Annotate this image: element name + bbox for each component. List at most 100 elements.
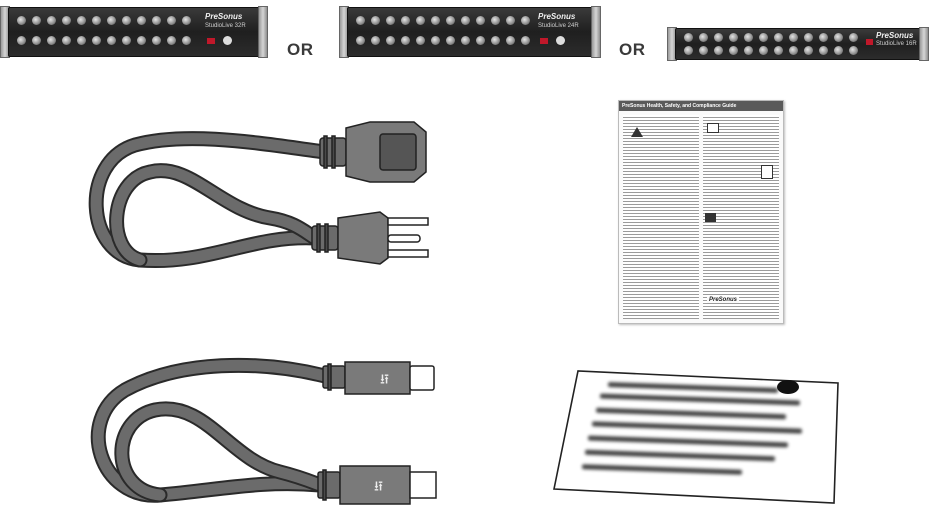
xlr-jack bbox=[759, 46, 768, 55]
power-knob bbox=[556, 36, 565, 45]
xlr-jack bbox=[356, 36, 365, 45]
power-button bbox=[540, 38, 548, 44]
xlr-jack bbox=[476, 36, 485, 45]
rack-ear-right bbox=[591, 6, 601, 58]
usb-cable-illustration: ⭿ ⭿ bbox=[90, 357, 437, 505]
xlr-jack bbox=[789, 33, 798, 42]
xlr-jack bbox=[152, 36, 161, 45]
xlr-jack bbox=[431, 36, 440, 45]
safety-guide-document: PreSonus Health, Safety, and Compliance … bbox=[618, 100, 784, 324]
xlr-jack bbox=[849, 46, 858, 55]
xlr-jack bbox=[92, 36, 101, 45]
xlr-jack bbox=[107, 36, 116, 45]
xlr-jack bbox=[167, 16, 176, 25]
us-plug bbox=[311, 211, 429, 265]
xlr-jack bbox=[137, 16, 146, 25]
fcc-mark-icon bbox=[705, 213, 716, 222]
xlr-jack bbox=[446, 36, 455, 45]
power-cable-illustration bbox=[88, 121, 429, 269]
device-model: StudioLive 32R bbox=[205, 23, 246, 29]
xlr-jack bbox=[714, 33, 723, 42]
xlr-jack bbox=[47, 36, 56, 45]
guide-column-left bbox=[623, 115, 699, 319]
xlr-jack bbox=[431, 16, 440, 25]
xlr-jack bbox=[386, 16, 395, 25]
xlr-jack bbox=[684, 46, 693, 55]
xlr-jack bbox=[804, 33, 813, 42]
usb-a-connector: ⭿ bbox=[317, 465, 437, 505]
xlr-jack bbox=[849, 33, 858, 42]
xlr-jack bbox=[774, 46, 783, 55]
xlr-jack bbox=[416, 36, 425, 45]
xlr-jack bbox=[834, 46, 843, 55]
rack-chassis: PreSonus StudioLive 16R bbox=[675, 28, 921, 60]
ce-mark-icon bbox=[707, 123, 719, 133]
xlr-jack bbox=[506, 16, 515, 25]
xlr-jack bbox=[182, 36, 191, 45]
xlr-jack bbox=[461, 16, 470, 25]
xlr-jack bbox=[182, 16, 191, 25]
device-model: StudioLive 16R bbox=[876, 41, 917, 47]
sheet-sticker-dot bbox=[777, 380, 799, 394]
warranty-sheet bbox=[548, 365, 848, 505]
xlr-jack bbox=[506, 36, 515, 45]
xlr-jack bbox=[107, 16, 116, 25]
usb-icon: ⭿ bbox=[380, 372, 389, 388]
xlr-jack bbox=[819, 33, 828, 42]
or-separator-1: OR bbox=[287, 40, 314, 59]
xlr-jack bbox=[386, 36, 395, 45]
xlr-jack bbox=[32, 16, 41, 25]
device-brand: PreSonus bbox=[538, 12, 576, 21]
rack-chassis: PreSonus StudioLive 32R bbox=[8, 7, 260, 57]
xlr-jack bbox=[446, 16, 455, 25]
rack-chassis: PreSonus StudioLive 24R bbox=[347, 7, 593, 57]
xlr-jack bbox=[744, 46, 753, 55]
power-button bbox=[866, 39, 873, 45]
xlr-jack bbox=[47, 16, 56, 25]
xlr-jack bbox=[401, 36, 410, 45]
xlr-jack bbox=[92, 16, 101, 25]
xlr-jack bbox=[819, 46, 828, 55]
xlr-jack bbox=[62, 36, 71, 45]
rack-ear-right bbox=[258, 6, 268, 58]
xlr-jack bbox=[122, 16, 131, 25]
recycle-bin-icon bbox=[761, 165, 773, 179]
xlr-jack bbox=[17, 16, 26, 25]
xlr-jack bbox=[371, 36, 380, 45]
device-brand: PreSonus bbox=[205, 12, 243, 21]
device-32r: PreSonus StudioLive 32R bbox=[0, 6, 268, 58]
device-model: StudioLive 24R bbox=[538, 23, 579, 29]
device-brand: PreSonus bbox=[876, 31, 914, 40]
xlr-jack bbox=[62, 16, 71, 25]
xlr-jack bbox=[729, 46, 738, 55]
xlr-jack bbox=[774, 33, 783, 42]
xlr-jack bbox=[461, 36, 470, 45]
xlr-jack bbox=[834, 33, 843, 42]
xlr-jack bbox=[371, 16, 380, 25]
xlr-jack bbox=[152, 16, 161, 25]
xlr-jack bbox=[491, 16, 500, 25]
xlr-jack bbox=[729, 33, 738, 42]
guide-logo: PreSonus bbox=[707, 297, 740, 303]
xlr-jack bbox=[684, 33, 693, 42]
usb-icon: ⭿ bbox=[374, 479, 383, 495]
xlr-jack bbox=[77, 36, 86, 45]
xlr-jack bbox=[416, 16, 425, 25]
xlr-jack bbox=[789, 46, 798, 55]
device-16r: PreSonus StudioLive 16R bbox=[667, 27, 929, 61]
xlr-jack bbox=[167, 36, 176, 45]
xlr-jack bbox=[137, 36, 146, 45]
or-separator-2: OR bbox=[619, 40, 646, 59]
xlr-jack bbox=[356, 16, 365, 25]
xlr-jack bbox=[401, 16, 410, 25]
iec-connector bbox=[319, 121, 427, 183]
power-cable-coil bbox=[88, 131, 333, 269]
usb-cable-coil bbox=[90, 357, 333, 503]
xlr-jack bbox=[521, 36, 530, 45]
guide-title: PreSonus Health, Safety, and Compliance … bbox=[619, 101, 783, 111]
xlr-jack bbox=[699, 33, 708, 42]
warning-triangle-icon bbox=[631, 127, 643, 137]
rack-ear-right bbox=[919, 27, 929, 61]
xlr-jack bbox=[32, 36, 41, 45]
xlr-jack bbox=[491, 36, 500, 45]
